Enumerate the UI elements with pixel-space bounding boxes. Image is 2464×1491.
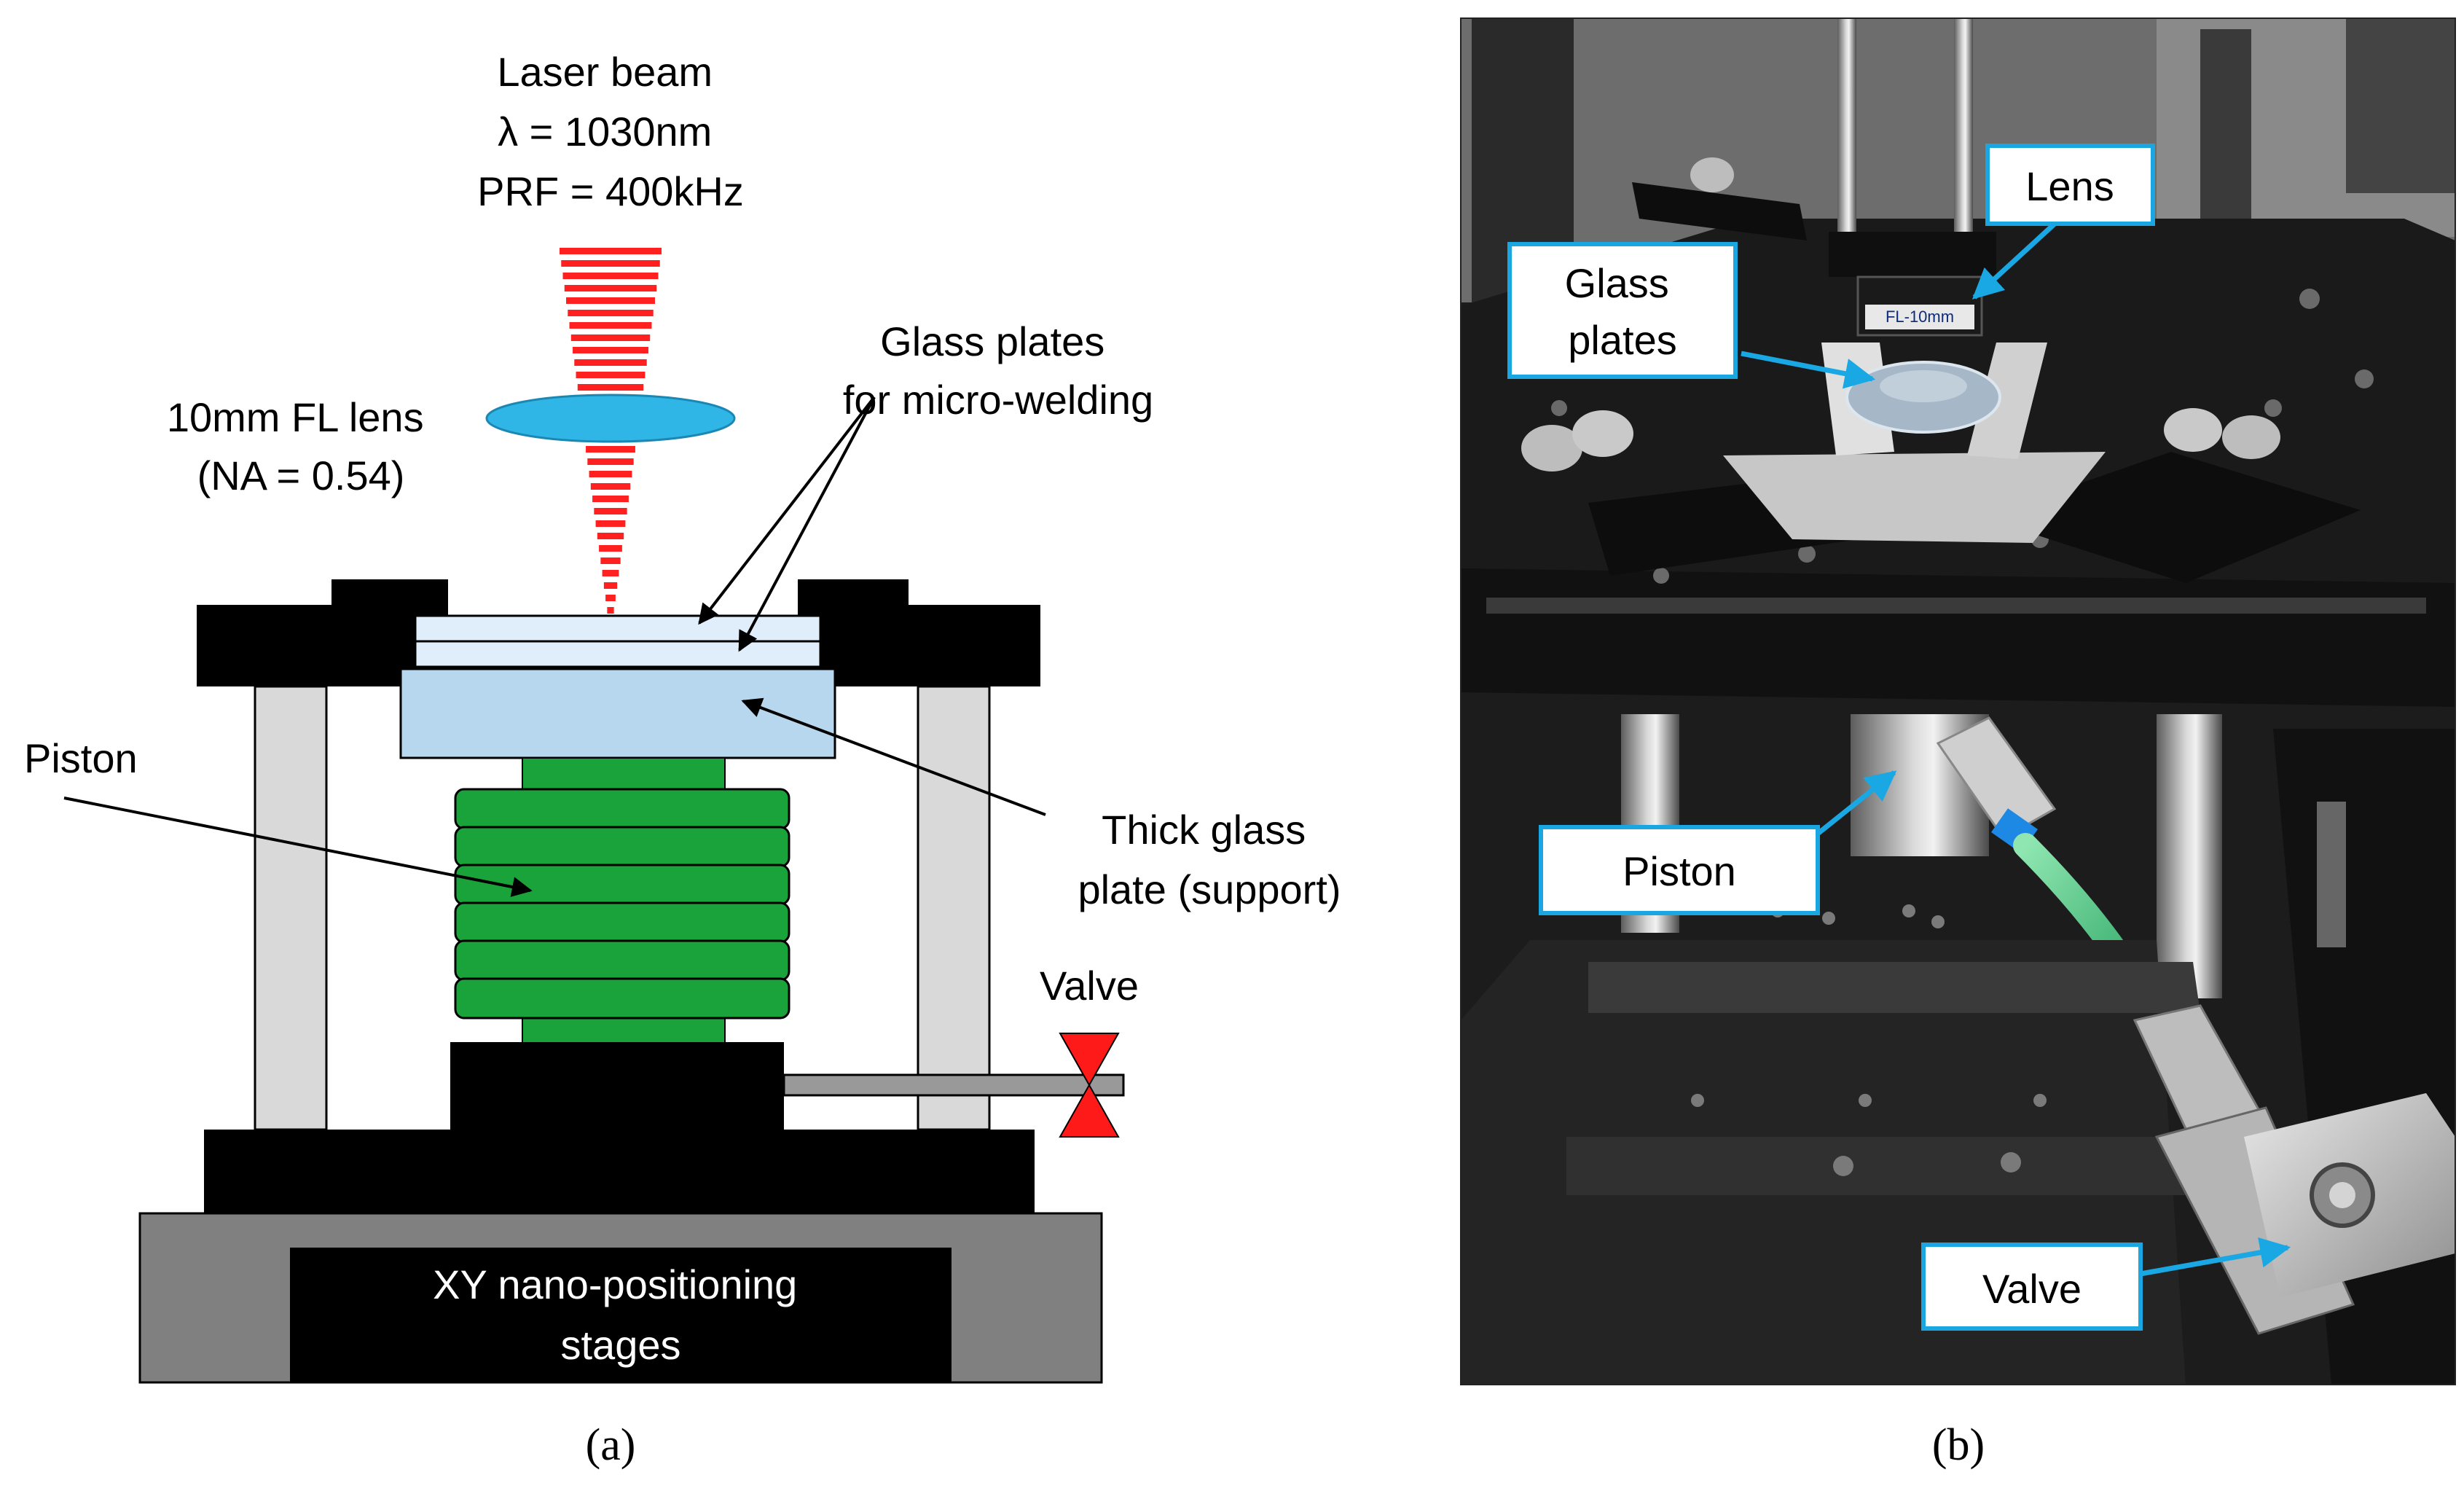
laser-label: Laser beam λ = 1030nm PRF = 400kHz xyxy=(477,49,744,214)
piston-bellow-ring xyxy=(454,977,790,1020)
laser-stripe xyxy=(560,248,662,254)
callout-piston: Piston xyxy=(1623,848,1736,894)
laser-stripe xyxy=(600,557,621,564)
piston-label: Piston xyxy=(24,735,138,781)
callout-glass-plates: Glass plates xyxy=(1565,260,1681,363)
laser-stripe xyxy=(574,359,647,366)
callout-arrow-lens xyxy=(1971,215,2064,300)
laser-stripe xyxy=(592,496,629,502)
thin-glass-plate-bottom xyxy=(414,640,822,668)
photo-push-fitting xyxy=(1936,716,2057,840)
laser-stripe xyxy=(566,297,655,304)
callout-arrow-piston xyxy=(1812,770,1897,839)
callout-valve: Valve xyxy=(1982,1266,2082,1312)
callout-lens: Lens xyxy=(2025,163,2114,209)
laser-stripe xyxy=(577,384,644,391)
laser-stripe xyxy=(562,273,659,279)
photo-frame xyxy=(1460,17,2456,1385)
laser-stripe xyxy=(597,533,624,539)
photo-lens-engraving: FL-10mm xyxy=(1886,308,1954,326)
clamp-left-top xyxy=(331,579,448,608)
thick-glass-label: Thick glass plate (support) xyxy=(1078,807,1341,912)
panel-a-caption: (a) xyxy=(586,1420,636,1470)
photo-lens-engraving-band xyxy=(1865,305,1974,329)
photo-lens-rod-right xyxy=(1954,18,1973,251)
panel-a-schematic: Laser beam λ = 1030nm PRF = 400kHz 10mm … xyxy=(24,49,1341,1470)
laser-stripe xyxy=(607,607,614,614)
valve-symbol-top xyxy=(1059,1033,1120,1087)
laser-stripe xyxy=(595,520,626,527)
laser-stripe xyxy=(602,570,619,576)
piston-bellow-ring xyxy=(454,826,790,868)
arrow-glass-plate-top xyxy=(698,396,876,625)
photo-lens-rod-left xyxy=(1837,18,1856,237)
laser-stripe xyxy=(589,471,632,477)
lens-label: 10mm FL lens (NA = 0.54) xyxy=(167,394,435,498)
piston-bellow-ring xyxy=(454,939,790,982)
laser-stripe xyxy=(561,260,660,267)
arrow-thick-glass xyxy=(741,697,1046,816)
laser-stripe xyxy=(564,285,657,291)
piston-bellows xyxy=(454,788,790,1020)
laser-stripe xyxy=(573,347,648,353)
panel-b-caption: (b) xyxy=(1932,1420,1985,1470)
laser-stripe xyxy=(576,372,646,378)
photo-post-right xyxy=(2157,714,2222,998)
clamp-right-arm xyxy=(798,605,1040,686)
thin-glass-plate-top xyxy=(414,614,822,643)
support-post-left xyxy=(254,685,328,1131)
callout-box-lens xyxy=(1985,144,2155,226)
thick-glass-plate xyxy=(399,668,836,759)
callout-arrow-valve xyxy=(2140,1237,2291,1277)
arrow-piston xyxy=(63,797,533,897)
callout-box-glass xyxy=(1507,242,1738,379)
laser-stripe xyxy=(570,334,651,341)
photo-metal-shim xyxy=(1723,452,2106,543)
laser-stripe xyxy=(599,545,622,552)
callout-box-piston xyxy=(1539,825,1820,915)
callout-box-valve xyxy=(1921,1242,2143,1331)
clamp-right-top xyxy=(798,579,909,608)
piston-bellow-ring xyxy=(454,788,790,830)
laser-stripe xyxy=(590,483,631,490)
photo-clamp-back xyxy=(1632,182,1807,240)
arrow-glass-plate-bottom xyxy=(738,396,876,652)
piston-bellow-ring xyxy=(454,901,790,944)
gas-line xyxy=(782,1073,1125,1097)
photo-lens-holder xyxy=(1829,232,1996,277)
valve-label: Valve xyxy=(1040,963,1139,1009)
stage-label: XY nano-positioning stages xyxy=(433,1261,809,1368)
valve-symbol-bottom xyxy=(1059,1083,1120,1138)
mount-base-plate xyxy=(204,1130,1035,1213)
callout-arrow-glass xyxy=(1741,351,1876,389)
laser-stripe xyxy=(603,582,618,589)
panel-b-photo: FL-10mm xyxy=(1460,17,2456,1470)
laser-stripe xyxy=(594,508,627,514)
support-post-right xyxy=(917,685,991,1131)
laser-stripe xyxy=(587,458,634,465)
piston-base-block xyxy=(450,1042,784,1131)
laser-stripe xyxy=(586,446,635,453)
focusing-lens xyxy=(485,394,736,443)
laser-stripe xyxy=(569,322,652,329)
laser-stripe xyxy=(605,595,616,601)
glass-plates-label: Glass plates for micro-welding xyxy=(843,318,1153,423)
laser-stripe xyxy=(568,310,654,316)
xy-stage-inner xyxy=(290,1248,952,1382)
photo-cap-screws xyxy=(1521,157,2280,471)
